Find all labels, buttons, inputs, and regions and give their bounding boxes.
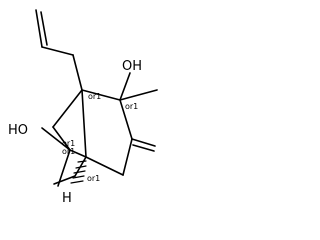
bond-c2-oh [119,72,131,101]
bond-c5-c8 [69,149,87,158]
bond-methylene [131,138,156,147]
bond-c3-c4 [122,138,133,176]
hash-line [72,175,85,179]
stereo-label-c2: or1 [125,102,138,111]
molecule-diagram: OH HO H or1 or1 or1 or1 or1 [8,9,158,206]
stereo-label-c1: or1 [88,92,101,101]
bond-allyl-ch [41,46,74,56]
oh-label-top: OH [122,59,142,74]
bond-terminal-alkene-second [40,11,48,46]
bond-methylene-second [132,144,155,152]
hash-line [75,165,87,169]
bond-c8-oh [41,127,71,151]
hash-line [70,180,84,184]
hashed-bond [70,160,87,184]
structure-canvas: OH HO H or1 or1 or1 or1 or1 [8,9,158,206]
bond-c6-ch3 [53,175,76,185]
bond-c4-c5 [85,156,124,176]
h-label-bottom: H [62,191,72,206]
bond-terminal-alkene [35,9,43,48]
bond-c1-c7 [52,89,83,128]
bond-c2-methyl [119,89,158,101]
stereo-label-c8a: or1 [62,139,75,148]
ho-label-left: HO [8,123,28,138]
hash-line [73,170,86,174]
bond-c7-c8 [52,126,71,151]
hash-line [77,160,87,163]
bond-c1-c2 [81,89,121,101]
bond-c2-c3 [119,99,133,140]
bond-allyl-ch2 [72,54,83,91]
bond-c8-methyl [57,149,71,187]
stereo-label-c5: or1 [87,174,100,183]
stereo-label-c8b: or1 [62,147,75,156]
bond-c1-c8 [81,89,87,158]
